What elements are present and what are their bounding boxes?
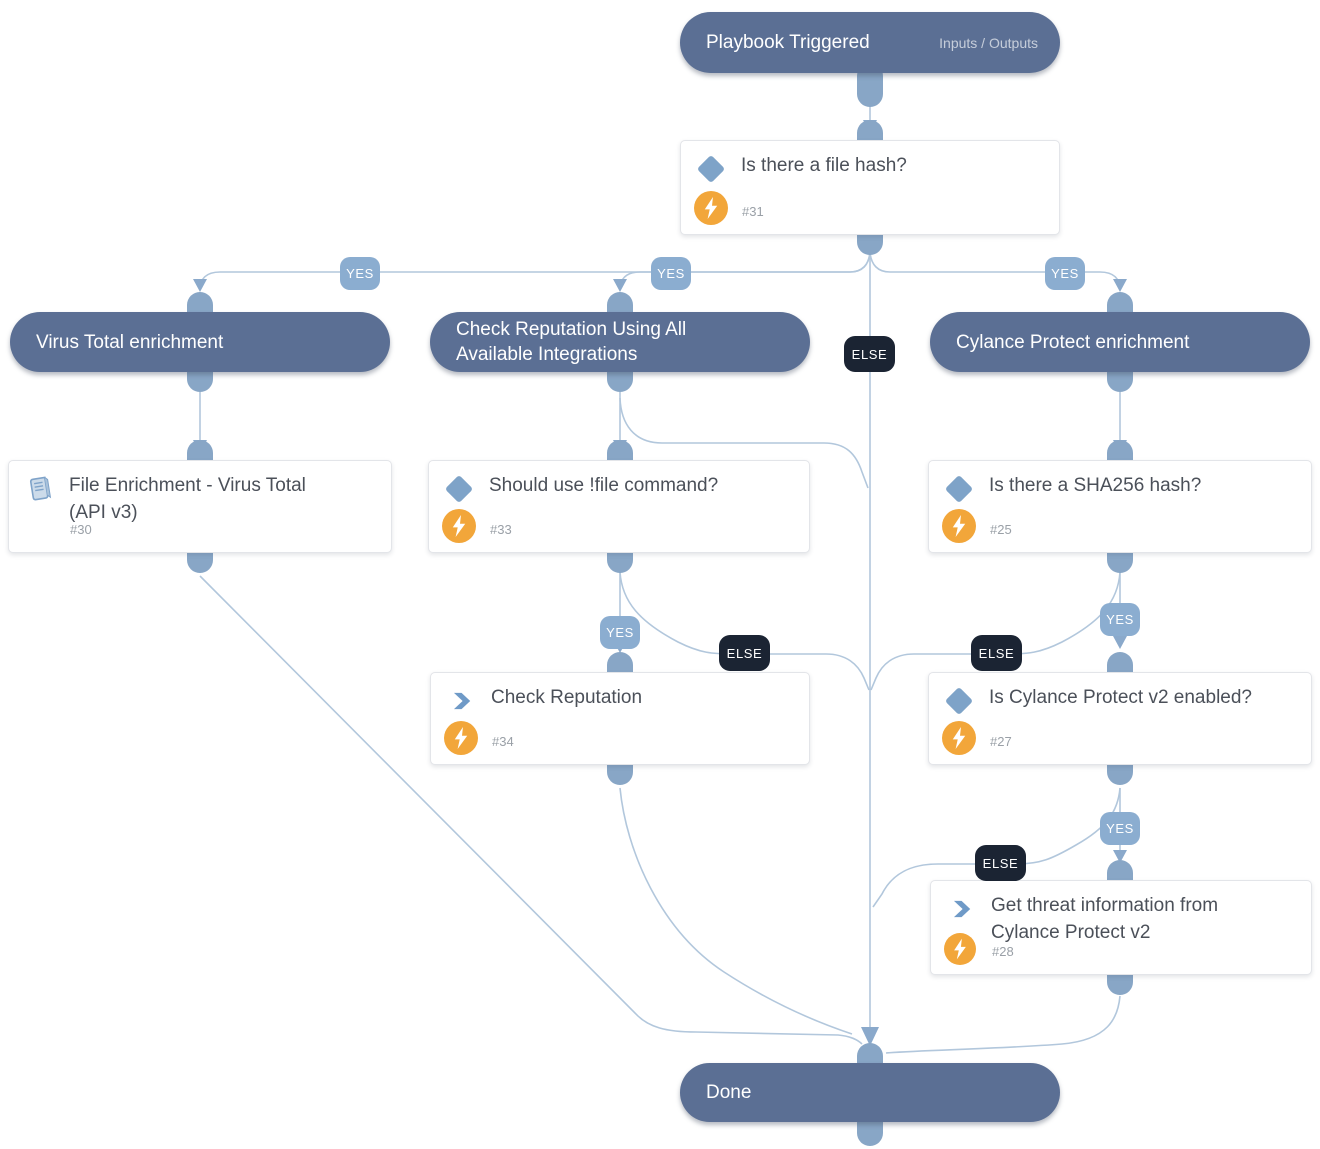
task-title: Is Cylance Protect v2 enabled?	[989, 687, 1252, 708]
task-card-33[interactable]: Should use !file command? #33	[428, 460, 810, 553]
task-card-28[interactable]: Get threat information from Cylance Prot…	[930, 880, 1312, 975]
task-title: Check Reputation	[491, 687, 643, 708]
edge-31-yes-left	[199, 251, 871, 291]
condition-diamond-icon	[941, 685, 977, 717]
inputs-outputs-link[interactable]: Inputs / Outputs	[939, 34, 1038, 51]
task-title: Should use !file command?	[489, 475, 719, 496]
node-title: Cylance Protect enrichment	[956, 331, 1190, 353]
node-virus-total-enrichment[interactable]: Virus Total enrichment	[10, 312, 390, 372]
task-title: Get threat information from Cylance Prot…	[991, 895, 1219, 943]
task-title: Is there a file hash?	[741, 155, 907, 176]
edge-28-to-done	[885, 995, 1121, 1054]
else-label: ELSE	[844, 336, 895, 372]
condition-diamond-icon	[941, 473, 977, 505]
task-number: #25	[990, 522, 1012, 537]
task-chevron-icon	[443, 685, 479, 717]
automation-bolt-icon	[442, 509, 476, 543]
task-number: #31	[742, 204, 764, 219]
task-title: File Enrichment - Virus Total (API v3)	[69, 475, 306, 523]
task-title: Is there a SHA256 hash?	[989, 475, 1202, 496]
yes-label: YES	[600, 616, 640, 649]
automation-bolt-icon	[444, 721, 478, 755]
automation-bolt-icon	[944, 933, 976, 965]
task-card-31[interactable]: Is there a file hash? #31	[680, 140, 1060, 235]
automation-bolt-icon	[942, 509, 976, 543]
else-label: ELSE	[971, 635, 1022, 671]
task-card-34[interactable]: Check Reputation #34	[430, 672, 810, 765]
edge-34-to-done	[619, 787, 853, 1035]
task-number: #27	[990, 734, 1012, 749]
node-title: Virus Total enrichment	[36, 331, 224, 353]
node-title: Done	[706, 1082, 752, 1103]
edge-33-else	[619, 571, 870, 691]
automation-bolt-icon	[694, 191, 728, 225]
yes-label: YES	[1045, 257, 1085, 290]
task-card-27[interactable]: Is Cylance Protect v2 enabled? #27	[928, 672, 1312, 765]
task-chevron-icon	[943, 893, 979, 925]
yes-label: YES	[651, 257, 691, 290]
edge-30-to-done	[199, 575, 863, 1045]
node-title: Check Reputation Using All Available Int…	[456, 319, 687, 365]
task-card-25[interactable]: Is there a SHA256 hash? #25	[928, 460, 1312, 553]
edge-cr-bypass	[619, 397, 869, 489]
else-label: ELSE	[719, 635, 770, 671]
sub-playbook-book-icon	[21, 473, 57, 505]
yes-label: YES	[340, 257, 380, 290]
task-number: #28	[992, 944, 1014, 959]
task-card-30[interactable]: File Enrichment - Virus Total (API v3) #…	[8, 460, 392, 553]
condition-diamond-icon	[693, 153, 729, 185]
node-check-reputation-section[interactable]: Check Reputation Using All Available Int…	[430, 312, 810, 372]
yes-label: YES	[1100, 603, 1140, 636]
else-label: ELSE	[975, 845, 1026, 881]
yes-label: YES	[1100, 812, 1140, 845]
task-number: #34	[492, 734, 514, 749]
node-title: Playbook Triggered	[706, 32, 870, 53]
condition-diamond-icon	[441, 473, 477, 505]
task-number: #33	[490, 522, 512, 537]
node-cylance-protect-enrichment[interactable]: Cylance Protect enrichment	[930, 312, 1310, 372]
task-number: #30	[70, 522, 92, 537]
node-playbook-triggered[interactable]: Playbook Triggered Inputs / Outputs	[680, 12, 1060, 73]
automation-bolt-icon	[942, 721, 976, 755]
node-done[interactable]: Done	[680, 1063, 1060, 1122]
